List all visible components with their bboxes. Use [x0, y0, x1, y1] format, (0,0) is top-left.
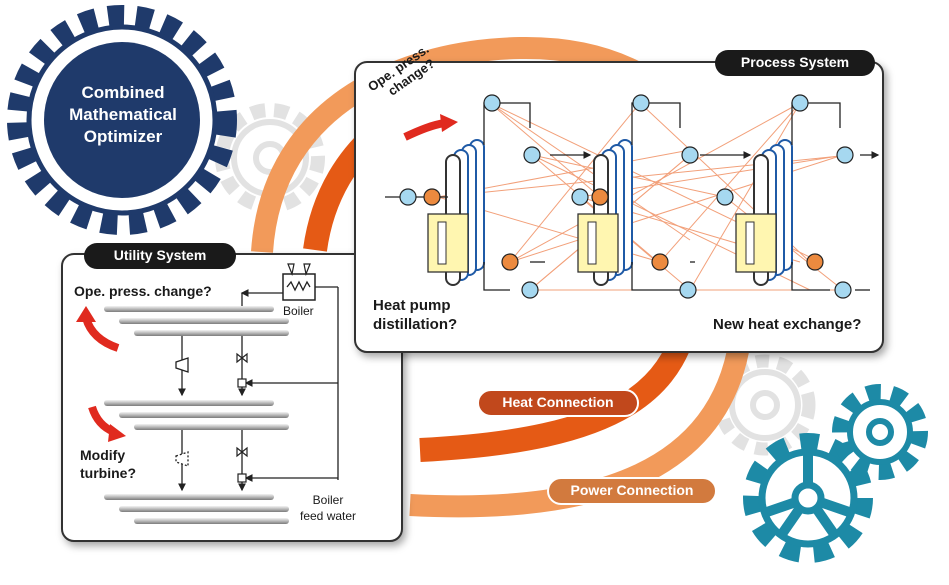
utility-pipes-bottom: [104, 494, 289, 524]
distillation-column-3: [735, 139, 793, 286]
power-connection-label: Power Connection: [570, 482, 694, 498]
modify-turbine-line1: Modify: [80, 447, 126, 463]
boiler-icon: [282, 263, 316, 301]
boiler-feed-water-line2: feed water: [300, 509, 357, 523]
teal-gear-large-icon: [743, 433, 873, 563]
heat-exchangers-blue: [399, 94, 854, 299]
heat-pump-line2: distillation?: [373, 316, 458, 333]
process-system-panel: [354, 50, 884, 353]
optimizer-line2: Mathematical: [69, 105, 177, 124]
mixer-icon-lower: [237, 473, 247, 483]
distillation-column-1: [427, 139, 485, 286]
mixer-icon-upper: [237, 378, 247, 388]
power-connection-pill-bg: [547, 477, 717, 505]
boiler-feed-water-label: Boiler feed water: [300, 492, 356, 524]
utility-system-panel: [61, 243, 403, 542]
utility-pipes-mid: [104, 400, 289, 430]
boiler-label: Boiler: [283, 304, 314, 318]
modify-turbine-line2: turbine?: [80, 465, 136, 481]
heat-pump-label: Heat pump distillation?: [373, 296, 457, 334]
distillation-column-2: [577, 139, 633, 286]
heat-connection-pill-bg: [477, 389, 639, 417]
utility-press-change-label: Ope. press. change?: [74, 283, 212, 299]
modify-turbine-label: Modify turbine?: [80, 446, 136, 482]
utility-system-title: Utility System: [113, 247, 207, 263]
process-pipe-lines: [385, 102, 880, 291]
optimizer-line1: Combined: [81, 83, 165, 102]
optimizer-line3: Optimizer: [83, 127, 163, 146]
process-system-title: Process System: [740, 54, 850, 70]
heat-connection-label: Heat Connection: [502, 394, 614, 410]
valve-icon-lower: [236, 446, 248, 458]
new-heat-exchange-label: New heat exchange?: [713, 316, 862, 333]
optimizer-gear-icon: [7, 5, 237, 235]
process-heat-lines: [437, 102, 851, 291]
teal-gear-small-icon: [832, 384, 928, 480]
utility-pipes-top: [104, 306, 289, 336]
turbine-icon: [175, 357, 189, 373]
modify-turbine-icon: [175, 451, 189, 467]
boiler-feed-water-line1: Boiler: [312, 493, 344, 507]
optimizer-label: Combined Mathematical Optimizer: [58, 82, 188, 148]
valve-icon-upper: [236, 352, 248, 364]
heat-pump-line1: Heat pump: [373, 297, 451, 314]
heat-exchangers-orange: [423, 188, 824, 271]
